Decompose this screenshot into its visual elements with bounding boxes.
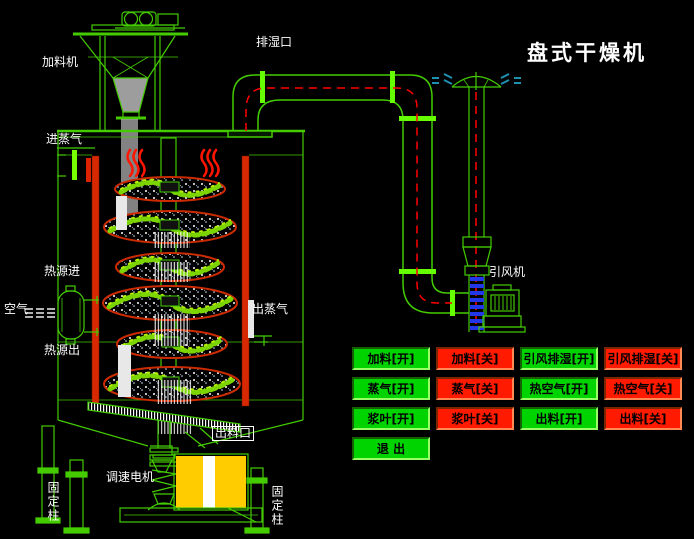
- heat-wave-icons: [126, 148, 220, 178]
- button-feed-off[interactable]: 加料[关]: [436, 347, 514, 370]
- button-draft-dehumid-off[interactable]: 引风排湿[关]: [604, 347, 682, 370]
- label-feeder: 加料机: [42, 55, 79, 69]
- label-moisture-exhaust-port: 排湿口: [256, 35, 293, 49]
- label-fixed-column-right: 固定柱: [270, 485, 284, 527]
- label-heat-source-in: 热源进: [44, 264, 81, 278]
- induced-draft-fan: [451, 72, 526, 333]
- particle-streams: [116, 196, 192, 434]
- heat-exchanger: [57, 285, 99, 345]
- button-steam-on[interactable]: 蒸气[开]: [352, 377, 430, 400]
- label-steam-inlet: 进蒸气: [46, 132, 83, 146]
- heater-columns: [91, 155, 250, 407]
- button-hot-air-off[interactable]: 热空气[关]: [604, 377, 682, 400]
- button-discharge-on[interactable]: 出料[开]: [520, 407, 598, 430]
- support-legs: [35, 425, 270, 534]
- steam-outlet-fitting: [248, 300, 272, 346]
- feed-hopper: [73, 32, 188, 131]
- button-steam-off[interactable]: 蒸气[关]: [436, 377, 514, 400]
- label-steam-outlet: 出蒸气: [252, 302, 289, 316]
- label-speed-motor: 调速电机: [106, 470, 155, 484]
- steam-inlet-fitting: [57, 147, 95, 182]
- label-discharge-port: 出料口: [212, 426, 255, 441]
- speed-motor-body: [173, 453, 249, 511]
- button-draft-dehumid-on[interactable]: 引风排湿[开]: [520, 347, 598, 370]
- drive-coupling: [147, 420, 181, 511]
- label-induced-draft-fan: 引风机: [489, 265, 526, 279]
- air-flow-marks: [25, 308, 55, 318]
- exhaust-pipe: [227, 71, 469, 316]
- exhaust-air-marks: [432, 73, 521, 85]
- button-paddle-on[interactable]: 浆叶[开]: [352, 407, 430, 430]
- label-fixed-column-left: 固定柱: [46, 481, 60, 523]
- page-title: 盘式干燥机: [527, 41, 647, 65]
- button-feed-on[interactable]: 加料[开]: [352, 347, 430, 370]
- label-air: 空气: [4, 302, 29, 316]
- button-discharge-off[interactable]: 出料[关]: [604, 407, 682, 430]
- button-hot-air-on[interactable]: 热空气[开]: [520, 377, 598, 400]
- exit-button[interactable]: 退 出: [352, 437, 430, 460]
- spiral-paddles: [106, 180, 237, 395]
- button-paddle-off[interactable]: 浆叶[关]: [436, 407, 514, 430]
- feeder-motor: [91, 11, 185, 31]
- label-heat-source-out: 热源出: [44, 343, 81, 357]
